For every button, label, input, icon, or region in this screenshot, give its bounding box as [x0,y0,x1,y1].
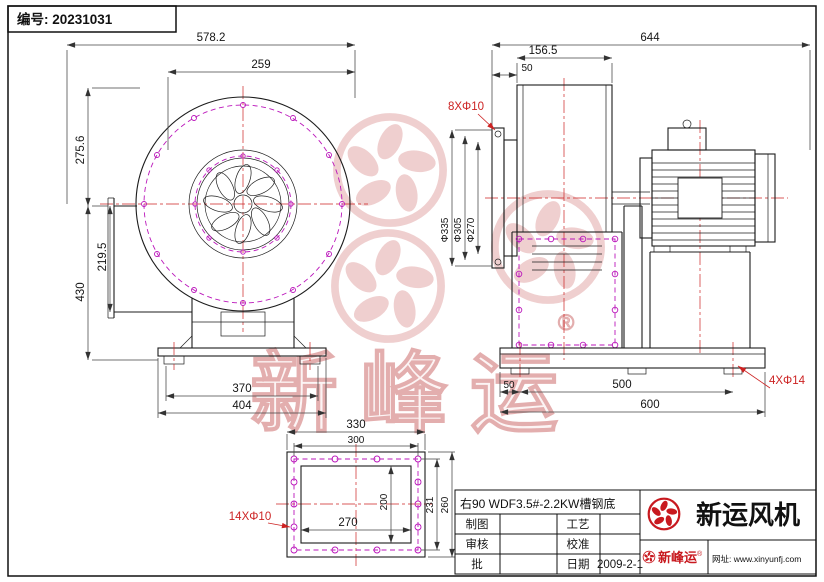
field-approved: 批 [471,557,483,571]
field-date-value: 2009-2-1 [597,559,643,571]
dim-flange-bolt-height: 231 [425,496,436,513]
bearing-support [623,205,643,348]
outlet-louvers [532,245,602,271]
field-drawn: 制图 [466,518,489,531]
inlet-bolt-circle [194,155,292,253]
brand-registered-mark: ® [697,550,703,558]
inlet-bolts [192,153,294,255]
dim-opening-height: 200 [379,493,390,510]
dim-foot-spacing: 500 [612,379,631,391]
company-website: 网址: www.xinyunfj.com [712,554,801,564]
outlet-flange-bolt-rect [518,238,616,346]
inlet-ring-outer [188,149,298,259]
dim-outlet-to-base: 430 [75,282,87,301]
serial-number-label: 编号: 20231031 [17,11,113,27]
flange-outer [286,451,426,558]
dim-overall-length: 644 [640,32,660,44]
dim-bolt-circle: Φ305 [453,217,464,242]
dim-overall-width: 578.2 [197,32,226,44]
base-plate [157,347,327,357]
shaft [612,191,650,205]
watermark-flower-icon [335,233,441,339]
impeller [203,164,283,244]
flange-bolt-rect [293,458,419,551]
brand-name: 新峰运 [658,550,697,565]
watermark-flower-icon [495,194,601,300]
front-view-dimensions: 578.2 259 275.6 430 219.5 370 404 [66,32,356,418]
serial-number-box: 编号: 20231031 [7,5,177,33]
title-block: 右90 WDF3.5#-2.2KW槽钢底 制图 工艺 审核 校准 批 日期 20… [454,489,817,575]
sheet-border [7,5,817,577]
callout-base-bolts: 4XΦ14 [769,375,806,387]
front-view [100,86,368,370]
lifting-eye [682,119,692,129]
dim-base-length: 600 [640,399,659,411]
dim-inlet-id: Φ270 [466,217,477,242]
watermark-flower-icon [337,117,443,223]
dim-flange-od: Φ335 [440,217,451,242]
motor-nameplate [677,177,723,219]
flange-view [276,444,432,566]
dim-opening-width: 270 [338,517,357,529]
dim-outlet-height: 219.5 [97,243,109,272]
dim-top-to-outlet: 275.6 [75,136,87,165]
side-view [485,78,788,377]
outlet-duct [113,198,192,318]
callout-flange-bolts: 14XΦ10 [229,511,271,523]
company-logo-icon [647,497,681,531]
watermark-brand-text: 新峰运 [250,344,580,443]
outlet-pedestal [511,231,623,348]
scroll-bolt-circle [143,104,343,304]
field-calibrated: 校准 [567,537,590,551]
dim-inlet-to-right: 259 [251,59,270,71]
dim-inlet-offset: 50 [521,63,533,74]
dim-flange-outer-width: 330 [346,419,365,431]
dim-base-width: 404 [232,400,252,412]
motor-fan-cover [754,153,776,243]
field-date-label: 日期 [567,558,590,571]
dim-flange-outer-height: 260 [440,496,451,513]
scroll-bolts [141,102,345,306]
watermark-registered-mark: ® [558,310,574,335]
dim-foot-span: 370 [232,383,251,395]
field-checked: 审核 [466,537,489,551]
field-process: 工艺 [567,518,590,531]
flange-opening [300,465,412,544]
scroll-outline [135,96,351,312]
dim-base-front-offset: 50 [503,380,515,391]
dim-flange-bolt-width: 300 [348,435,365,446]
company-name: 新运风机 [696,500,800,530]
brand-mini-logo-icon [642,550,656,564]
inlet-flange [491,127,505,269]
product-name: 右90 WDF3.5#-2.2KW槽钢底 [460,496,615,511]
motor-stand [649,251,751,348]
dim-housing-width: 156.5 [529,45,558,57]
side-view-dimensions: 644 156.5 50 8XΦ10 Φ335 Φ305 Φ270 50 500… [440,32,811,417]
flange-view-dimensions: 330 300 270 200 231 260 14XΦ10 [229,419,455,558]
housing-side [516,84,613,233]
callout-inlet-bolts: 8XΦ10 [448,101,484,113]
watermark-layer: ® 新峰运 [249,117,601,444]
